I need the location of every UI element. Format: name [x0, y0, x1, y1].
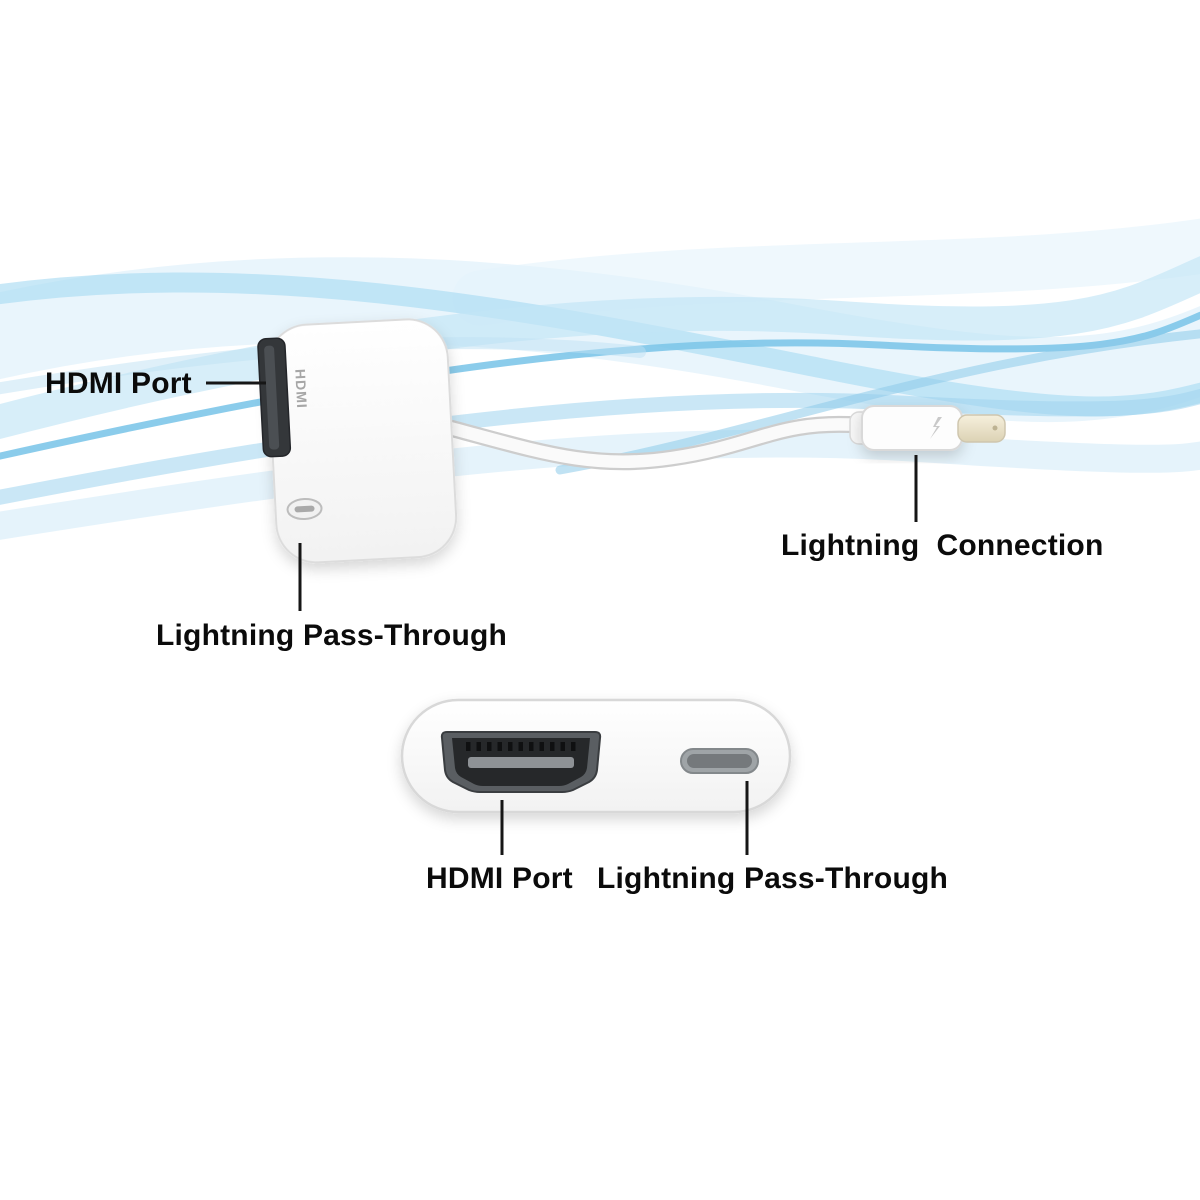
label-lightning-pass-through-top: Lightning Pass-Through — [156, 619, 508, 652]
label-lightning-pass-through-bottom: Lightning Pass-Through — [597, 862, 949, 895]
lightning-slot-inner — [687, 754, 752, 768]
background-waves — [0, 218, 1200, 540]
label-lightning-connection: Lightning Connection — [781, 529, 1104, 562]
lightning-pass-through-slot — [294, 505, 315, 513]
label-hdmi-port-bottom: HDMI Port — [426, 862, 573, 895]
lightning-connector — [849, 405, 1006, 451]
hdmi-port-pins — [466, 742, 576, 751]
connector-body — [861, 405, 963, 451]
label-hdmi-port-top: HDMI Port — [45, 367, 192, 400]
wave-stroke — [0, 429, 1200, 540]
callout-lines — [206, 381, 918, 855]
adapter-body — [266, 318, 458, 564]
adapter-cable — [441, 415, 867, 471]
wave-stroke — [0, 311, 1200, 460]
lightning-bolt-icon — [930, 417, 942, 439]
wave-stroke — [0, 388, 1200, 505]
connector-metal-tip — [957, 414, 1006, 443]
hdmi-port-tongue — [468, 757, 574, 768]
cable-body — [443, 418, 865, 468]
wave-stroke — [0, 257, 1200, 423]
wave-stroke — [555, 329, 1200, 475]
connector-tip-contact — [992, 425, 998, 431]
wave-stroke — [452, 218, 1200, 326]
adapter-front-view — [400, 698, 792, 814]
hdmi-port-inner-shade — [264, 345, 280, 450]
hdmi-engraving-text: HDMI — [292, 369, 310, 410]
adapter-top-view: HDMI — [257, 318, 458, 564]
wave-stroke — [0, 256, 1200, 440]
